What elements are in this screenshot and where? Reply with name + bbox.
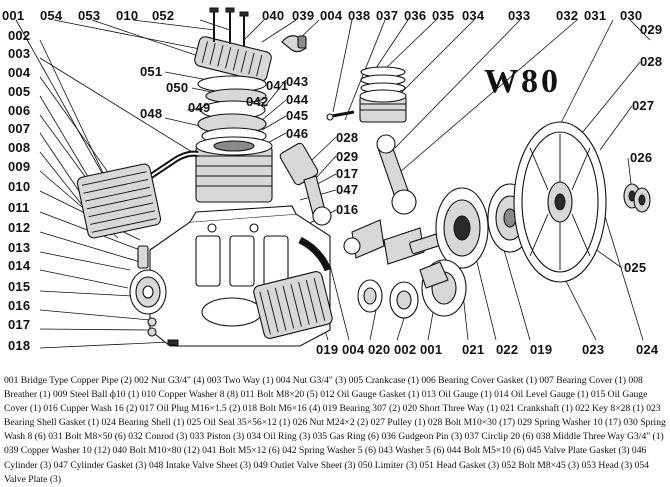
crankshaft: [343, 219, 453, 265]
callout-016-center: 016: [336, 202, 358, 217]
callout-004-left: 004: [8, 65, 31, 80]
callout-001: 001: [2, 8, 24, 23]
callout-039: 039: [292, 8, 314, 23]
callout-029: 029: [640, 22, 662, 37]
callout-037: 037: [376, 8, 398, 23]
callout-053: 053: [78, 8, 100, 23]
callout-025: 025: [624, 260, 646, 275]
pulley: [513, 121, 607, 283]
callout-019-a: 019: [316, 342, 338, 357]
callout-034: 034: [462, 8, 485, 23]
callout-004: 004: [320, 8, 343, 23]
callout-001-bottom: 001: [420, 342, 442, 357]
callout-024: 024: [636, 342, 659, 357]
callout-028-right: 028: [640, 54, 662, 69]
callout-013: 013: [8, 240, 30, 255]
callout-038: 038: [348, 8, 370, 23]
lower-bearings: [357, 259, 467, 319]
callout-045: 045: [286, 108, 308, 123]
callout-011: 011: [8, 200, 30, 215]
callout-043: 043: [286, 74, 308, 89]
callout-042: 042: [246, 94, 268, 109]
piston-conrod-set: [279, 66, 417, 226]
callout-017-center: 017: [336, 166, 358, 181]
callout-020: 020: [368, 342, 390, 357]
callout-028-center: 028: [336, 130, 358, 145]
parts-legend: 001 Bridge Type Copper Pipe (2) 002 Nut …: [4, 375, 666, 485]
callout-002-bottom: 002: [394, 342, 416, 357]
oil-gauge: [129, 245, 167, 315]
callout-035: 035: [432, 8, 454, 23]
crankcase: [149, 205, 331, 347]
callout-032: 032: [556, 8, 578, 23]
callout-010-left: 010: [8, 179, 30, 194]
callout-002: 002: [8, 28, 30, 43]
callout-027: 027: [632, 98, 654, 113]
callout-017-left: 017: [8, 317, 30, 332]
callout-051: 051: [140, 64, 162, 79]
model-label: W80: [484, 63, 561, 100]
callout-052: 052: [152, 8, 174, 23]
callout-004-bottom: 004: [342, 342, 365, 357]
callout-031: 031: [584, 8, 606, 23]
cylinder-center: [195, 136, 273, 203]
callout-049: 049: [188, 100, 210, 115]
callouts-top: 001 054 053 010 052 040 039 004 038 037 …: [2, 8, 662, 37]
callout-030: 030: [620, 8, 642, 23]
oil-plugs: [147, 317, 179, 346]
exploded-parts-diagram: W80: [2, 7, 662, 357]
callout-054: 054: [40, 8, 63, 23]
pulley-nuts: [623, 183, 651, 213]
callouts-right: 028 027 026 025: [624, 54, 662, 275]
callout-015: 015: [8, 279, 30, 294]
callout-018: 018: [8, 338, 30, 353]
callout-016-left: 016: [8, 298, 30, 313]
callouts-left: 002 003 004 005 006 007 008 009 010 011 …: [8, 28, 31, 353]
cylinder-head-top: [194, 7, 307, 82]
callout-021: 021: [462, 342, 484, 357]
callout-012: 012: [8, 220, 30, 235]
callout-033: 033: [508, 8, 530, 23]
callout-019-b: 019: [530, 342, 552, 357]
callout-006: 006: [8, 103, 30, 118]
callout-014: 014: [8, 258, 31, 273]
callout-040: 040: [262, 8, 284, 23]
callout-009: 009: [8, 159, 30, 174]
callout-041: 041: [266, 78, 288, 93]
callout-046: 046: [286, 126, 308, 141]
callout-005: 005: [8, 84, 30, 99]
callout-044: 044: [286, 92, 309, 107]
callout-047: 047: [336, 182, 358, 197]
callout-036: 036: [404, 8, 426, 23]
callout-048: 048: [140, 106, 162, 121]
callouts-center: 051 050 041 049 042 048 043 044 045 046 …: [140, 64, 358, 217]
cylinder-lower: [253, 271, 333, 339]
callout-029-center: 029: [336, 149, 358, 164]
callout-010: 010: [116, 8, 138, 23]
callout-003: 003: [8, 46, 30, 61]
cylinder-left: [76, 163, 162, 239]
callout-007: 007: [8, 121, 30, 136]
callout-008: 008: [8, 140, 30, 155]
callout-023: 023: [582, 342, 604, 357]
callout-050: 050: [166, 80, 188, 95]
callout-026: 026: [630, 150, 652, 165]
bearing-shell: [435, 183, 533, 269]
callout-022: 022: [496, 342, 518, 357]
callouts-bottom: 019 004 020 002 001 021 022 019 023 024: [316, 342, 659, 357]
